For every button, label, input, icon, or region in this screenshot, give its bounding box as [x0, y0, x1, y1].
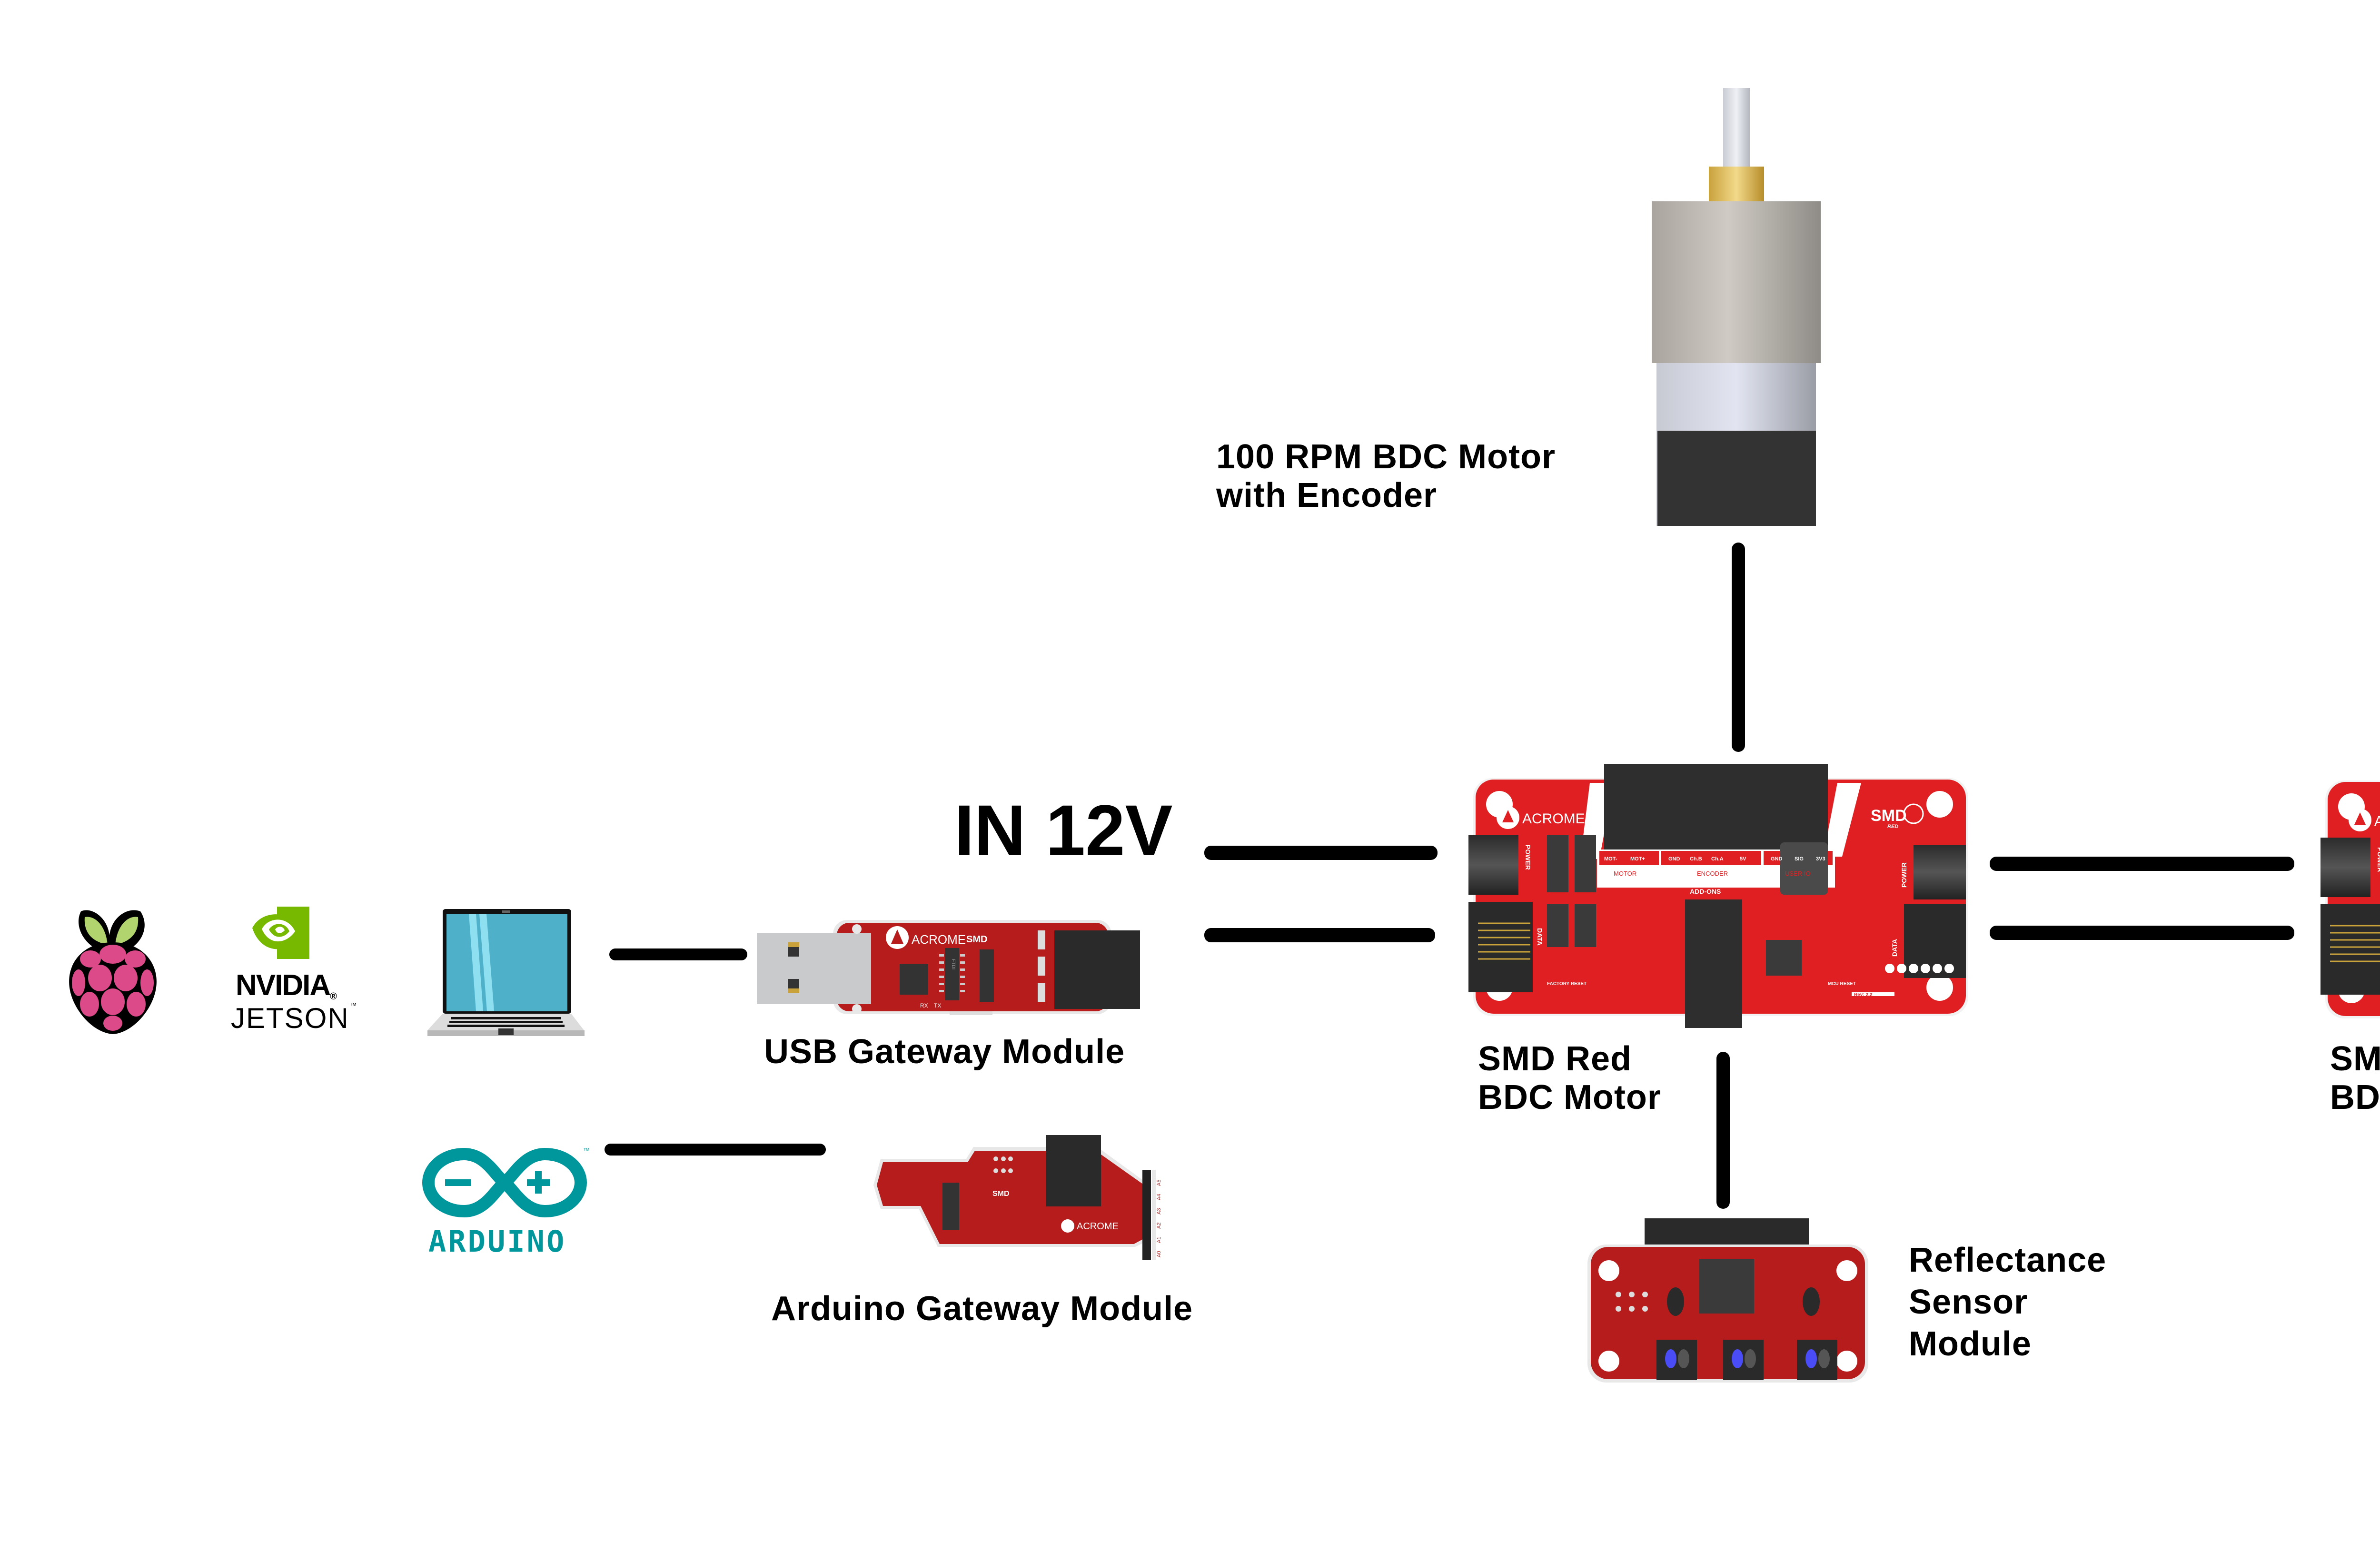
wire-motor1-to-smd1 — [1732, 543, 1745, 752]
wire-smd1-to-sensor — [1716, 1052, 1730, 1209]
smd1-pin-sig: SIG — [1795, 856, 1804, 862]
reflectance-sensor-module — [1585, 1218, 1871, 1385]
smd1-mcu-reset: MCU RESET — [1828, 981, 1856, 987]
arduino-pin-a4: A4 — [1156, 1194, 1162, 1200]
laptop-icon — [414, 907, 597, 1040]
smd1-pin-3v3: 3V3 — [1816, 856, 1825, 862]
nvidia-jetson-logo: NVIDIA® JETSON™ — [226, 907, 364, 1045]
usb-gateway-module: ACROME SMD FTDI RX TX Rev: 2.1 — [757, 916, 1176, 1018]
smd1-group-motor: MOTOR — [1614, 870, 1636, 877]
arduino-gateway-label: Arduino Gateway Module — [771, 1290, 1193, 1328]
jetson-wordmark: JETSON™ — [231, 1002, 358, 1034]
smd1-pin-mot-plus: MOT+ — [1630, 856, 1645, 862]
arduino-logo: ™ ARDUINO — [419, 1142, 590, 1259]
sensor-label-line2: Sensor — [1909, 1283, 2028, 1321]
wire-arduino-to-arduino-gateway — [605, 1144, 826, 1156]
smd-board-1-label: SMD Red BDC Motor — [1478, 1040, 1661, 1116]
arduino-pin-a0: A0 — [1156, 1251, 1162, 1257]
sensor-label-line1: Reflectance — [1909, 1241, 2107, 1279]
usb-gateway-brand: ACROME — [912, 932, 966, 947]
motor-1-label-line1: 100 RPM BDC Motor — [1216, 438, 1556, 476]
smd-board-2-label-line1: SMD Red — [2330, 1040, 2380, 1078]
arduino-infinity-icon: ™ — [422, 1146, 590, 1218]
smd1-factory-reset: FACTORY RESET — [1547, 981, 1587, 987]
arduino-gateway-smd-logo: SMD — [992, 1190, 1010, 1198]
smd1-port-power-left: POWER — [1524, 845, 1532, 870]
smd-board-2-label-line2: BDC Motor — [2330, 1078, 2380, 1116]
power-input-label: IN 12V — [954, 790, 1173, 870]
wire-usb-gateway-data — [1204, 928, 1435, 942]
raspberry-pi-icon — [69, 910, 157, 1034]
smd1-brand: ACROME — [1522, 811, 1585, 827]
smd-red-board-2: ACROME SMD RED MOT- MOT+ GND Ch.B Ch.A 5… — [2313, 764, 2380, 1040]
smd-red-board-1: ACROME SMD RED MOT- MOT+ GND Ch.B Ch.A 5… — [1461, 761, 1975, 1037]
nvidia-eye-icon — [252, 907, 309, 959]
smd1-pin-gnd2: GND — [1771, 856, 1783, 862]
arduino-pin-a3: A3 — [1156, 1208, 1162, 1215]
smd1-port-power-right: POWER — [1900, 862, 1908, 888]
arduino-pin-a1: A1 — [1156, 1237, 1162, 1243]
smd-board-1-label-line1: SMD Red — [1478, 1040, 1632, 1078]
reflectance-sensor-label: Reflectance Sensor Module — [1909, 1240, 2106, 1365]
smd2-brand: ACROME — [2374, 813, 2380, 829]
usb-gateway-rev: Rev: 2.1 — [1023, 1007, 1043, 1013]
arduino-pin-a5: A5 — [1156, 1180, 1162, 1186]
usb-gateway-smd-logo: SMD — [966, 934, 987, 945]
arduino-gateway-module: ACROME SMD Rev: 1.0 A0 A1 A2 A3 A4 A5 — [871, 1133, 1185, 1275]
wire-smd1-to-smd2-data — [1990, 926, 2294, 940]
smd-board-2-label: SMD Red BDC Motor — [2330, 1040, 2380, 1116]
smd1-pin-chb: Ch.B — [1690, 856, 1702, 862]
wire-power-in — [1204, 846, 1438, 860]
usb-gateway-chip-label: FTDI — [951, 959, 956, 969]
wire-smd1-to-smd2-power — [1990, 857, 2294, 871]
usb-gateway-label: USB Gateway Module — [764, 1033, 1125, 1071]
smd1-port-data-right: DATA — [1891, 939, 1898, 957]
arduino-wordmark: ARDUINO — [428, 1224, 566, 1259]
sensor-label-line3: Module — [1909, 1324, 2032, 1363]
usb-gateway-tx-label: TX — [934, 1002, 941, 1009]
smd1-addons: ADD-ONS — [1690, 888, 1721, 895]
smd1-port-data-left: DATA — [1536, 928, 1544, 946]
smd1-logo: SMD — [1871, 807, 1907, 825]
nvidia-wordmark: NVIDIA® — [236, 969, 337, 1002]
smd1-group-encoder: ENCODER — [1697, 870, 1728, 877]
usb-gateway-rx-label: RX — [920, 1002, 928, 1009]
smd-board-1-label-line2: BDC Motor — [1478, 1078, 1661, 1116]
smd1-logo-sub: RED — [1887, 824, 1898, 830]
arduino-gateway-rev: Rev: 1.0 — [996, 1239, 1014, 1245]
bdc-motor-1 — [1652, 88, 1825, 549]
smd1-pin-mot-minus: MOT- — [1604, 856, 1617, 862]
wire-laptop-to-usb-gateway — [609, 948, 747, 960]
arduino-gateway-brand: ACROME — [1077, 1221, 1119, 1232]
smd1-pin-5v: 5V — [1740, 856, 1746, 862]
arduino-pin-a2: A2 — [1156, 1223, 1162, 1229]
smd2-port-power-left: POWER — [2376, 847, 2380, 872]
smd1-pin-gnd: GND — [1668, 856, 1680, 862]
motor-1-label: 100 RPM BDC Motor with Encoder — [1216, 438, 1556, 514]
trademark-mark: ™ — [583, 1146, 590, 1154]
motor-1-label-line2: with Encoder — [1216, 476, 1438, 514]
smd1-pin-cha: Ch.A — [1711, 856, 1724, 862]
smd1-rev: Rev: 2.2 — [1854, 992, 1873, 998]
raspberry-pi-logo — [62, 907, 164, 1035]
smd1-group-userio: USER IO — [1785, 870, 1810, 877]
